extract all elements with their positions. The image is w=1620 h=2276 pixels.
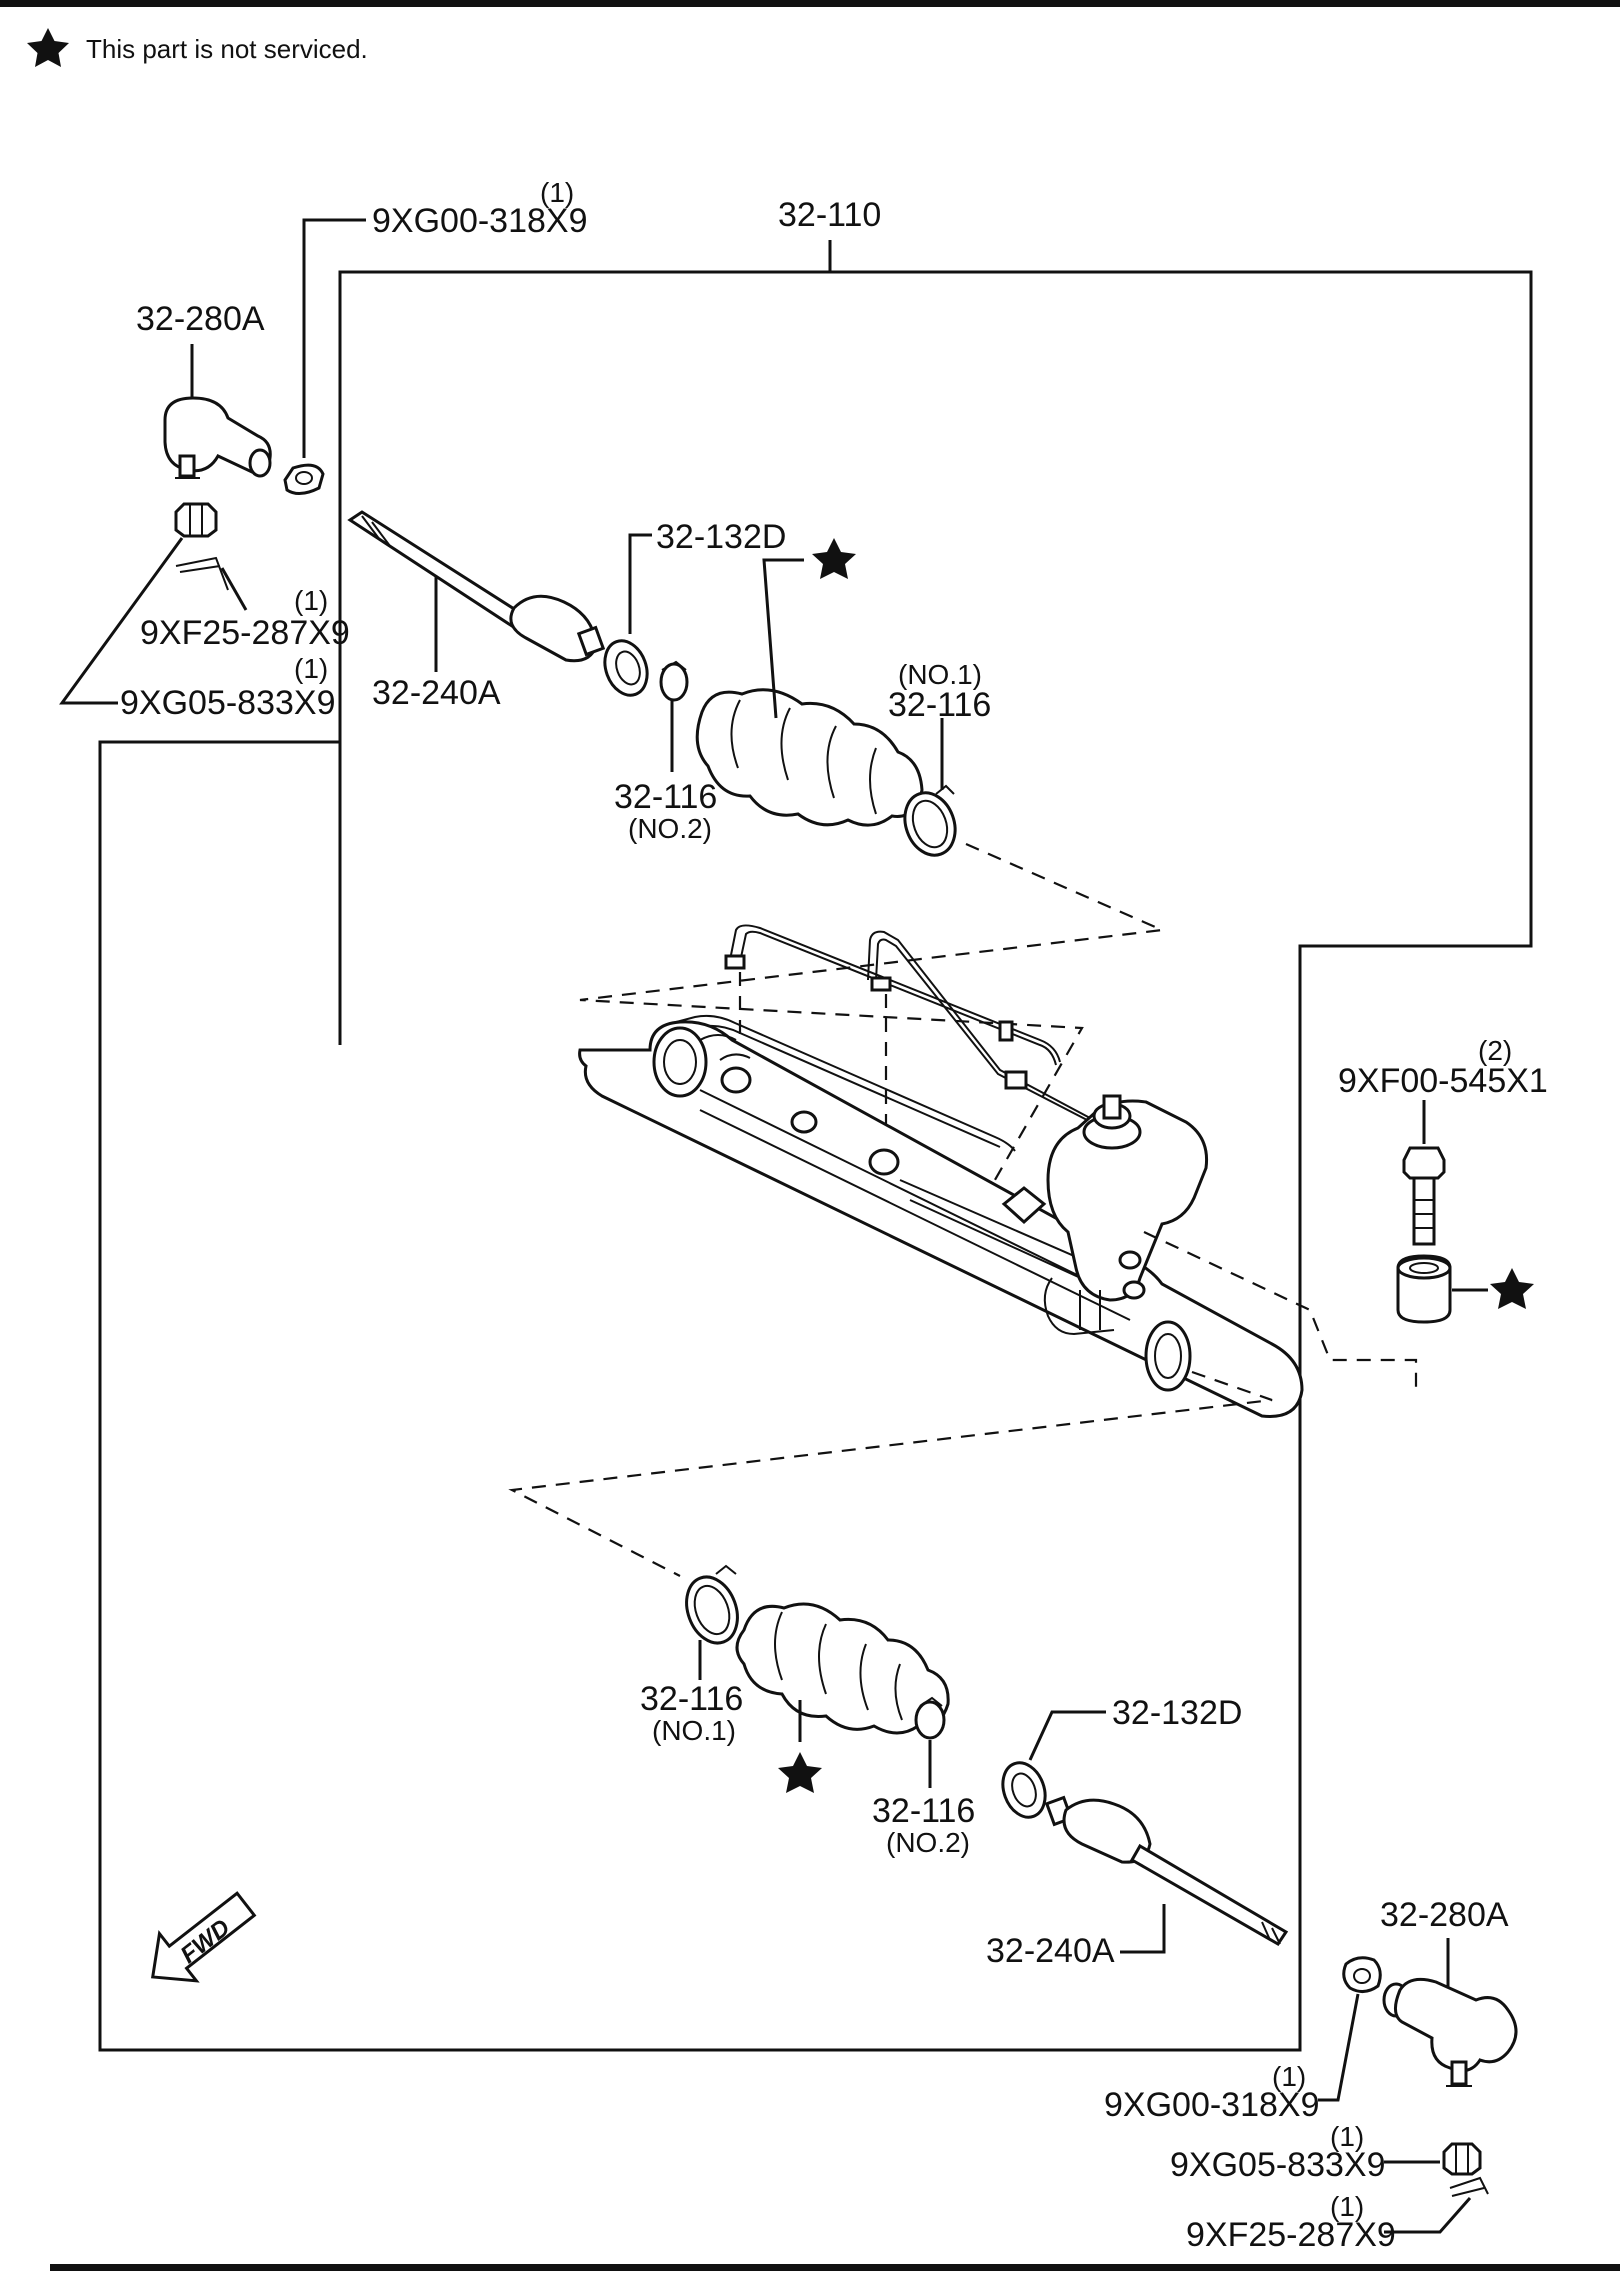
pipe-lines: [664, 924, 1121, 1152]
label-32-132D-top: 32-132D: [656, 518, 786, 556]
sub-no2-bottom: (NO.2): [886, 1827, 970, 1858]
leader-boot-top: [762, 558, 804, 719]
label-nut-bottom: 9XG00-318X9: [1104, 2086, 1320, 2124]
star-icon-boot-top: [812, 538, 856, 579]
star-icon-boot-bottom: [778, 1752, 822, 1793]
label-32-280A-top: 32-280A: [136, 300, 265, 338]
bellows-clamp-top: [603, 639, 649, 697]
leader-castle-top: [59, 537, 184, 705]
label-nut-top: 9XG00-318X9: [372, 202, 588, 240]
label-32-116-no2-bottom: 32-116: [872, 1792, 975, 1830]
legend-note: This part is not serviced.: [86, 34, 368, 64]
qty-castle-bottom: (1): [1330, 2121, 1364, 2152]
nut-top: [283, 463, 325, 495]
qty-nut-top: (1): [540, 177, 574, 208]
sub-no2-top: (NO.2): [628, 813, 712, 844]
top-rule: [0, 0, 1620, 7]
star-icon: [27, 28, 69, 67]
boot-band-no2-bottom: [914, 1696, 946, 1740]
leader-nut-top: [302, 218, 366, 458]
leader-32-132D-top: [628, 533, 652, 634]
fwd-arrow-icon: FWD: [150, 1891, 257, 1983]
boot-band-no1-top: [903, 784, 957, 857]
nut-bottom: [1342, 1956, 1382, 1993]
bushing-part: [1396, 1254, 1452, 1324]
leader-cotter-bottom: [1384, 2197, 1472, 2234]
dash-body-to-bottom: [508, 1370, 1273, 1577]
label-32-116-no1-bottom: 32-116: [640, 1680, 743, 1718]
cotter-pin-bottom: [1449, 2176, 1489, 2197]
boot-band-no1-bottom: [685, 1564, 739, 1645]
rack-housing: [578, 1020, 1304, 1418]
label-bolt: 9XF00-545X1: [1338, 1062, 1548, 1100]
label-cotter-top: 9XF25-287X9: [140, 614, 350, 652]
bellows-clamp-bottom: [1001, 1761, 1047, 1819]
leader-tie-rod-bottom: [1120, 1904, 1166, 1954]
qty-bolt: (2): [1478, 1035, 1512, 1066]
star-icon-bushing: [1490, 1268, 1534, 1309]
bottom-rule: [50, 2264, 1620, 2271]
tie-rod-top: [347, 510, 606, 663]
tie-rod-end-bottom: [1382, 1977, 1518, 2087]
label-castle-top: 9XG05-833X9: [120, 684, 336, 722]
label-32-132D-bottom: 32-132D: [1112, 1694, 1242, 1732]
tie-rod-end-top: [163, 396, 272, 479]
sub-no1-bottom: (NO.1): [652, 1715, 736, 1746]
label-castle-bottom: 9XG05-833X9: [1170, 2146, 1386, 2184]
label-32-116-no2-top: 32-116: [614, 778, 717, 816]
bolt-part: [1402, 1146, 1446, 1246]
boot-band-no2-top: [659, 660, 689, 702]
label-32-240A-bottom: 32-240A: [986, 1932, 1115, 1970]
assembly-boundary: [98, 270, 1533, 2052]
castle-nut-top: [174, 502, 218, 538]
dash-top-to-body: [579, 842, 1167, 1207]
qty-nut-bottom: (1): [1272, 2061, 1306, 2092]
qty-cotter-top: (1): [294, 585, 328, 616]
label-32-110: 32-110: [778, 196, 881, 234]
legend: This part is not serviced.: [27, 28, 368, 67]
dash-body-to-bushing: [1143, 1231, 1418, 1390]
qty-castle-top: (1): [294, 653, 328, 684]
label-cotter-bottom: 9XF25-287X9: [1186, 2216, 1396, 2254]
sub-no1-top: (NO.1): [898, 659, 982, 690]
cotter-pin-top: [175, 556, 229, 591]
leader-cotter-top: [220, 567, 248, 611]
label-32-240A-top: 32-240A: [372, 674, 501, 712]
qty-cotter-bottom: (1): [1330, 2191, 1364, 2222]
castle-nut-bottom: [1442, 2142, 1482, 2176]
label-32-280A-bottom: 32-280A: [1380, 1896, 1509, 1934]
leader-nut-bottom: [1318, 1993, 1360, 2102]
label-32-116-no1-top: 32-116: [888, 686, 991, 724]
tie-rod-bottom: [1044, 1795, 1289, 1947]
leader-32-132D-bottom: [1028, 1710, 1106, 1761]
